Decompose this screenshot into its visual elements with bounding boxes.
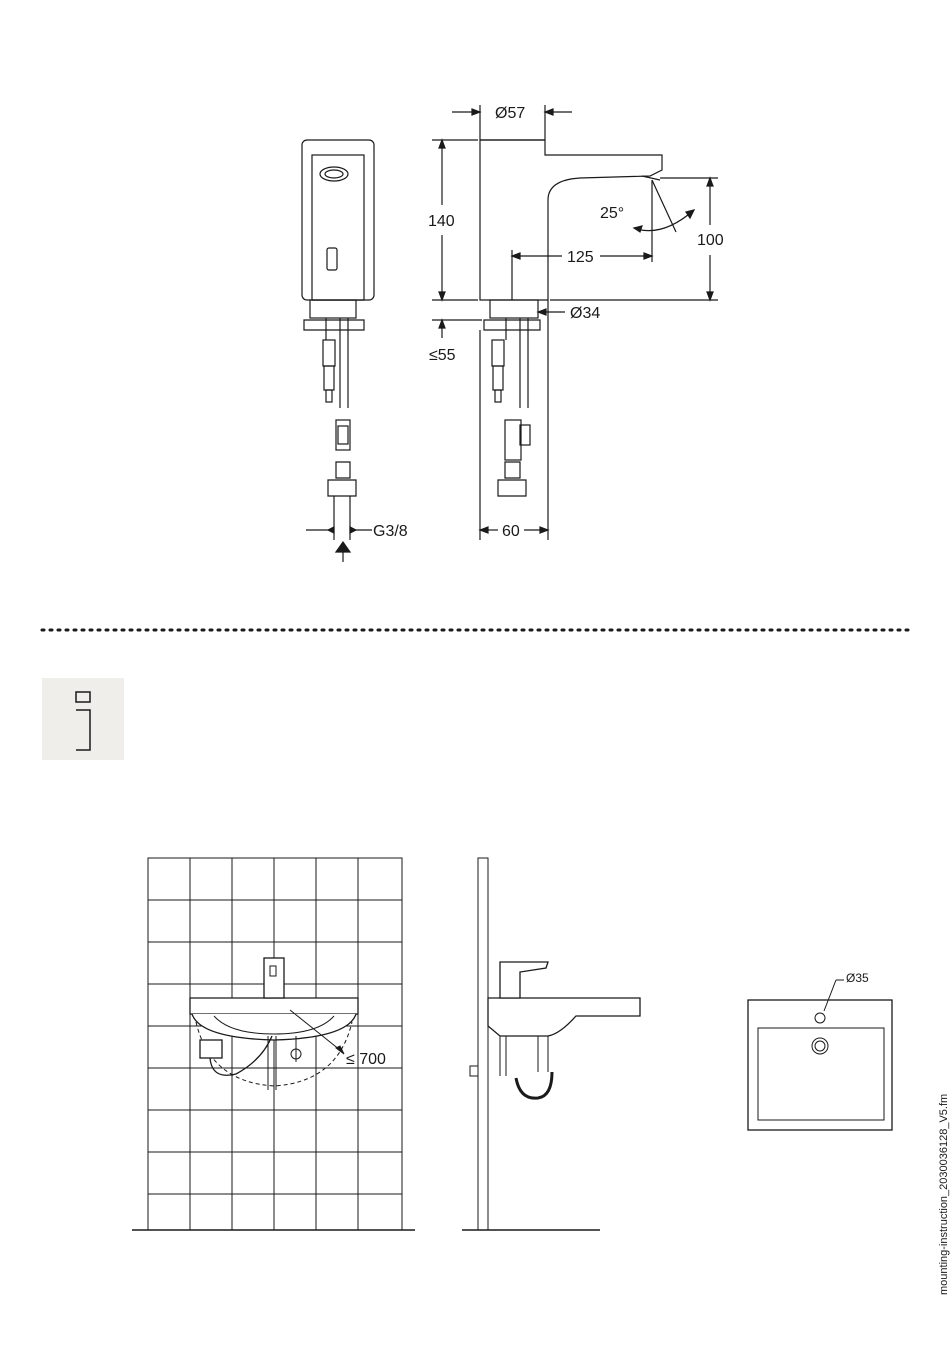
installation-drawings: ≤ 700 Ø35 <box>0 850 950 1250</box>
dim-max-distance: ≤ 700 <box>346 1051 386 1068</box>
info-icon <box>42 678 124 760</box>
front-view <box>302 140 374 562</box>
dim-angle: 25° <box>600 205 624 222</box>
dim-base-width: 60 <box>502 523 520 540</box>
dim-height: 140 <box>428 213 455 230</box>
dim-diameter-top: Ø57 <box>495 105 525 122</box>
side-view <box>432 105 718 540</box>
footer-filename: mounting-instruction_2030036128_V5.fm <box>938 1094 950 1295</box>
dim-diameter-base: Ø34 <box>570 305 600 322</box>
dim-reach: 125 <box>567 249 594 266</box>
basin-top-view <box>748 980 892 1130</box>
dim-spout-height: 100 <box>697 232 724 249</box>
dim-hole-diameter: Ø35 <box>846 971 869 985</box>
dim-thread: G3/8 <box>373 523 408 540</box>
wall-side-view <box>462 858 640 1230</box>
wall-front-view <box>132 858 415 1230</box>
dim-max-thickness: ≤55 <box>429 347 456 364</box>
faucet-dimension-drawing: Ø57 140 125 25° 100 Ø34 ≤55 G3/8 60 <box>0 0 950 600</box>
dotted-divider <box>40 625 912 635</box>
